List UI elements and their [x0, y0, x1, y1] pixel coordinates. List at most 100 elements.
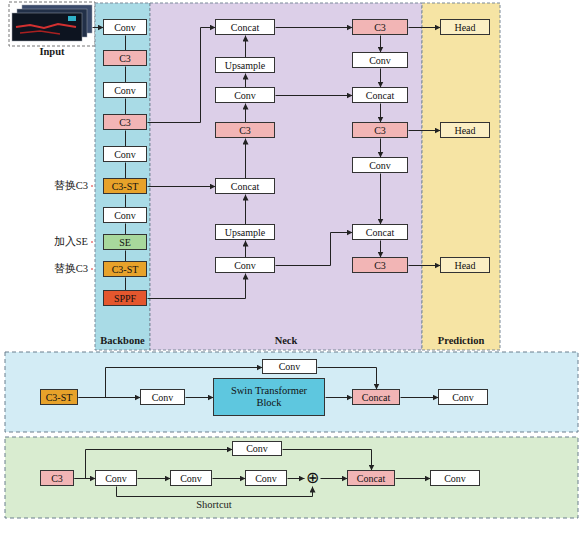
node-label: Concat [366, 227, 394, 238]
connector-arrow [380, 36, 381, 53]
node-label: Conv [255, 473, 277, 484]
layer-box: Upsample [215, 224, 275, 240]
layer-box: Concat [352, 224, 408, 240]
layer-box: Conv [215, 257, 275, 273]
node-label: Conv [152, 392, 174, 403]
add-symbol: ⊕ [304, 470, 320, 486]
c3-panel [5, 437, 578, 518]
layer-box: Conv [430, 470, 480, 486]
node-label: Conv [452, 392, 474, 403]
layer-box: Conv [95, 470, 137, 486]
connector-arrow [93, 27, 104, 28]
c3-module-box: Concat [347, 470, 395, 486]
stage-band-fill [95, 3, 150, 350]
connector-arrow [409, 27, 441, 28]
connector-arrow [380, 241, 381, 258]
layer-box: Conv [170, 470, 212, 486]
node-label: Concat [362, 392, 390, 403]
stage-band: PredictionHeadHeadHead [422, 3, 500, 350]
node-label: Conv [246, 443, 268, 454]
connector-arrow [409, 130, 441, 131]
connector-arrow [148, 274, 246, 299]
node-label: SPPF [114, 293, 136, 304]
connector-arrow [288, 478, 305, 479]
node-label: ⊕ [306, 470, 319, 486]
layer-box: Conv [438, 389, 488, 405]
connector-arrow [276, 27, 353, 28]
callout-note: 加入SE [54, 236, 88, 248]
node-label: Input [12, 46, 92, 58]
stage-band: NeckConcatUpsampleConvC3ConcatUpsampleCo… [150, 3, 422, 350]
node-label: C3 [119, 53, 131, 64]
stage-band-fill [422, 3, 500, 350]
stage-heading: Backbone [95, 335, 150, 347]
stage-band: BackboneConvC3ConvC3ConvC3-STConvSEC3-ST… [95, 3, 150, 350]
se-module-box: SE [103, 234, 147, 250]
connector-arrow [148, 186, 216, 187]
c3st-module-box: C3-ST [103, 178, 147, 194]
node-label: C3 [374, 22, 386, 33]
layer-box: Conv [232, 441, 282, 456]
input-image-node: Input [12, 5, 92, 43]
layer-box: Conv [215, 87, 275, 103]
connector-arrow [380, 69, 381, 88]
connector-arrow [276, 233, 353, 266]
node-label: Conv [114, 210, 136, 221]
stage-heading: Prediction [422, 335, 500, 347]
node-label: Concat [231, 22, 259, 33]
connector-arrow [283, 450, 372, 471]
node-label: Swin Transformer Block [218, 385, 320, 408]
node-label: Conv [180, 473, 202, 484]
c3-module-box: C3 [352, 19, 408, 35]
connector-arrow [125, 36, 126, 51]
connector-arrow [148, 28, 216, 123]
connector-arrow [138, 478, 171, 479]
layer-box: Conv [103, 207, 147, 223]
node-label: C3 [374, 125, 386, 136]
node-label: Conv [114, 85, 136, 96]
head-box: Head [440, 122, 490, 138]
connector-arrow [276, 95, 353, 96]
c3-module-box: C3 [215, 122, 275, 138]
connector-arrow [245, 241, 246, 258]
node-label: C3 [119, 117, 131, 128]
node-label: C3-ST [46, 392, 73, 403]
layer-box: Upsample [215, 57, 275, 73]
connector-arrow [245, 139, 246, 179]
callout-note: 替换C3 [54, 263, 88, 275]
swin-block: Swin Transformer Block [213, 378, 325, 416]
node-label: C3 [51, 473, 63, 484]
connector-arrow [125, 99, 126, 115]
node-label: Conv [279, 361, 301, 372]
connector-arrow [396, 478, 431, 479]
connector-arrow [321, 478, 348, 479]
connector-arrow [380, 139, 381, 158]
node-label: Upsample [225, 227, 266, 238]
connector-arrow [125, 67, 126, 83]
connector-arrow [186, 397, 214, 398]
node-label: Conv [105, 473, 127, 484]
node-label: Head [454, 125, 475, 136]
c3st-module-box: C3-ST [40, 389, 78, 405]
layer-box: Conv [245, 470, 287, 486]
connector-arrow [125, 251, 126, 262]
stage-heading: Neck [150, 335, 422, 347]
layer-box: Concat [352, 87, 408, 103]
callout-note: 替换C3 [54, 180, 88, 192]
connector-arrow [380, 104, 381, 123]
node-label: C3 [374, 260, 386, 271]
node-label: Concat [357, 473, 385, 484]
connector-arrow [125, 195, 126, 208]
c3-module-box: C3 [103, 114, 147, 130]
connector-arrow [245, 195, 246, 225]
node-label: Conv [444, 473, 466, 484]
connector-arrow [117, 487, 313, 497]
node-label: C3 [239, 125, 251, 136]
layer-box: Conv [103, 19, 147, 35]
layer-box: Conv [103, 82, 147, 98]
node-label: Conv [369, 160, 391, 171]
connector-arrow [245, 104, 246, 123]
head-box: Head [440, 257, 490, 273]
stage-band-fill [150, 3, 422, 350]
connector-arrow [125, 278, 126, 291]
